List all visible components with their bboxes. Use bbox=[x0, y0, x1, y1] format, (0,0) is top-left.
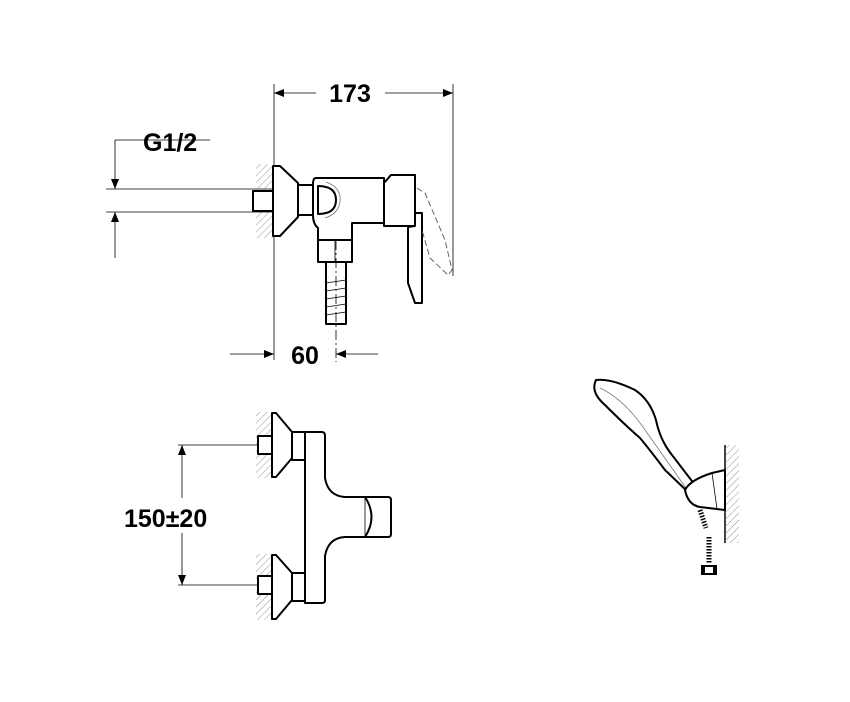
mixer-body-front bbox=[304, 431, 392, 604]
inlet-nut bbox=[297, 184, 314, 216]
shower-holder bbox=[684, 469, 726, 511]
lever-open-position bbox=[416, 187, 453, 276]
nut-top bbox=[291, 431, 306, 461]
dimension-label-60: 60 bbox=[291, 342, 319, 370]
body-dome bbox=[317, 185, 337, 215]
side-view: 173 G1/2 bbox=[106, 80, 454, 370]
wall-hatch-shower bbox=[725, 445, 739, 543]
dimension-label-173: 173 bbox=[329, 80, 371, 108]
lever-handle bbox=[407, 212, 423, 304]
hand-shower-head bbox=[593, 378, 696, 493]
dimension-60: 60 bbox=[230, 342, 378, 370]
lever-block bbox=[383, 174, 416, 227]
dimension-thread: G1/2 bbox=[106, 129, 274, 258]
nut-bottom bbox=[291, 572, 306, 602]
dimension-label-150: 150±20 bbox=[124, 505, 207, 533]
front-view: 150±20 bbox=[124, 412, 392, 620]
inlet-pipe bbox=[252, 190, 275, 212]
shower-hose bbox=[697, 509, 709, 529]
inlet-pipe-top bbox=[257, 435, 274, 455]
dimension-label-thread: G1/2 bbox=[143, 129, 197, 157]
lever-front bbox=[364, 496, 373, 538]
rosette-bottom bbox=[271, 554, 293, 620]
rosette-top bbox=[271, 412, 293, 478]
inlet-pipe-bottom bbox=[257, 575, 274, 595]
rosette bbox=[272, 165, 299, 237]
dimension-173: 173 bbox=[273, 80, 454, 360]
dimension-150: 150±20 bbox=[124, 444, 272, 586]
hand-shower-view bbox=[593, 378, 739, 575]
